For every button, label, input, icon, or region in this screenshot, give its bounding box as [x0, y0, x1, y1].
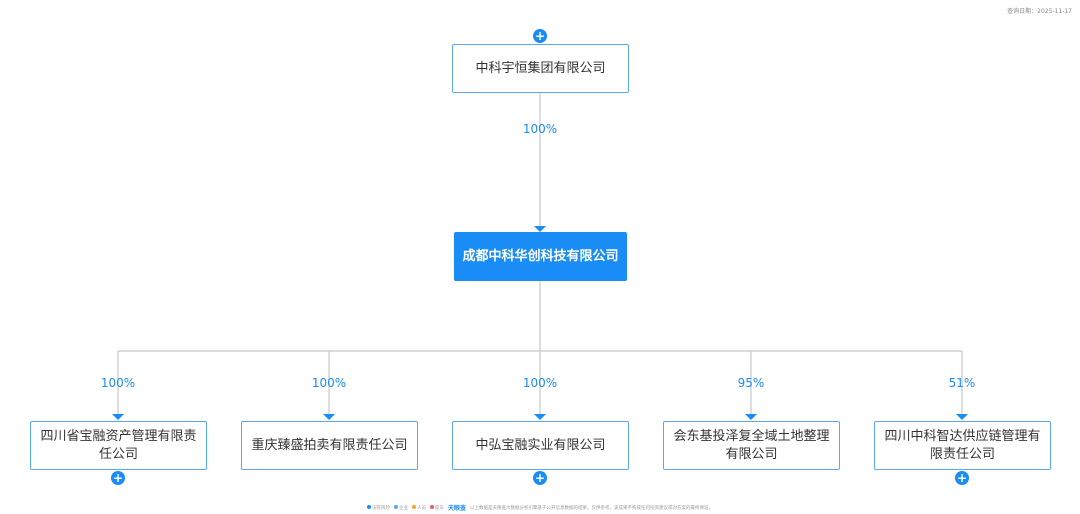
arrow-head-icon [323, 414, 335, 420]
child-company-node[interactable]: 中弘宝融实业有限公司 [452, 421, 629, 470]
child-company-node[interactable]: 重庆臻盛拍卖有限责任公司 [241, 421, 418, 470]
center-company-name: 成都中科华创科技有限公司 [462, 248, 619, 264]
legend-item: 法院风险 [366, 504, 390, 511]
child-share-label: 51% [948, 376, 976, 390]
child-share-label: 100% [311, 376, 347, 390]
expand-parent-plus-icon[interactable]: + [533, 29, 547, 43]
child-company-name: 四川中科智达供应链管理有限责任公司 [884, 428, 1041, 462]
arrow-head-icon [956, 414, 968, 420]
footer-note: 以上数据是天眼查大数据分析引擎基于公开信息数据的结果，仅供参考。该成果不构成任何… [470, 505, 713, 511]
child-company-name: 中弘宝融实业有限公司 [475, 437, 606, 453]
expand-child-plus-icon[interactable]: + [111, 471, 125, 485]
child-company-node[interactable]: 四川中科智达供应链管理有限责任公司 [874, 421, 1051, 470]
footer: 法院风险 企业 人员 股东 天眼查 以上数据是天眼查大数据分析引擎基于公开信息数… [0, 503, 1080, 512]
arrow-head-icon [534, 414, 546, 420]
arrow-head-icon [745, 414, 757, 420]
child-company-name: 四川省宝融资产管理有限责任公司 [40, 428, 197, 462]
child-company-name: 会东基投泽复全域土地整理有限公司 [673, 428, 830, 462]
legend-item: 股东 [429, 504, 444, 511]
child-share-label: 100% [522, 376, 558, 390]
footer-legend: 法院风险 企业 人员 股东 [366, 504, 444, 511]
arrow-head-icon [112, 414, 124, 420]
center-company-node[interactable]: 成都中科华创科技有限公司 [454, 232, 627, 281]
parent-company-name: 中科宇恒集团有限公司 [475, 60, 606, 76]
legend-item: 企业 [393, 504, 408, 511]
child-share-label: 100% [100, 376, 136, 390]
child-share-label: 95% [737, 376, 765, 390]
query-date: 查询日期：2025-11-17 [1007, 8, 1072, 15]
child-company-node[interactable]: 四川省宝融资产管理有限责任公司 [30, 421, 207, 470]
brand-logo: 天眼查 [447, 505, 466, 512]
expand-child-plus-icon[interactable]: + [955, 471, 969, 485]
arrow-head-icon [534, 226, 546, 232]
parent-share-label: 100% [522, 122, 558, 136]
expand-child-plus-icon[interactable]: + [533, 471, 547, 485]
child-company-node[interactable]: 会东基投泽复全域土地整理有限公司 [663, 421, 840, 470]
parent-company-node[interactable]: 中科宇恒集团有限公司 [452, 44, 629, 93]
legend-item: 人员 [411, 504, 426, 511]
child-company-name: 重庆臻盛拍卖有限责任公司 [251, 437, 408, 453]
